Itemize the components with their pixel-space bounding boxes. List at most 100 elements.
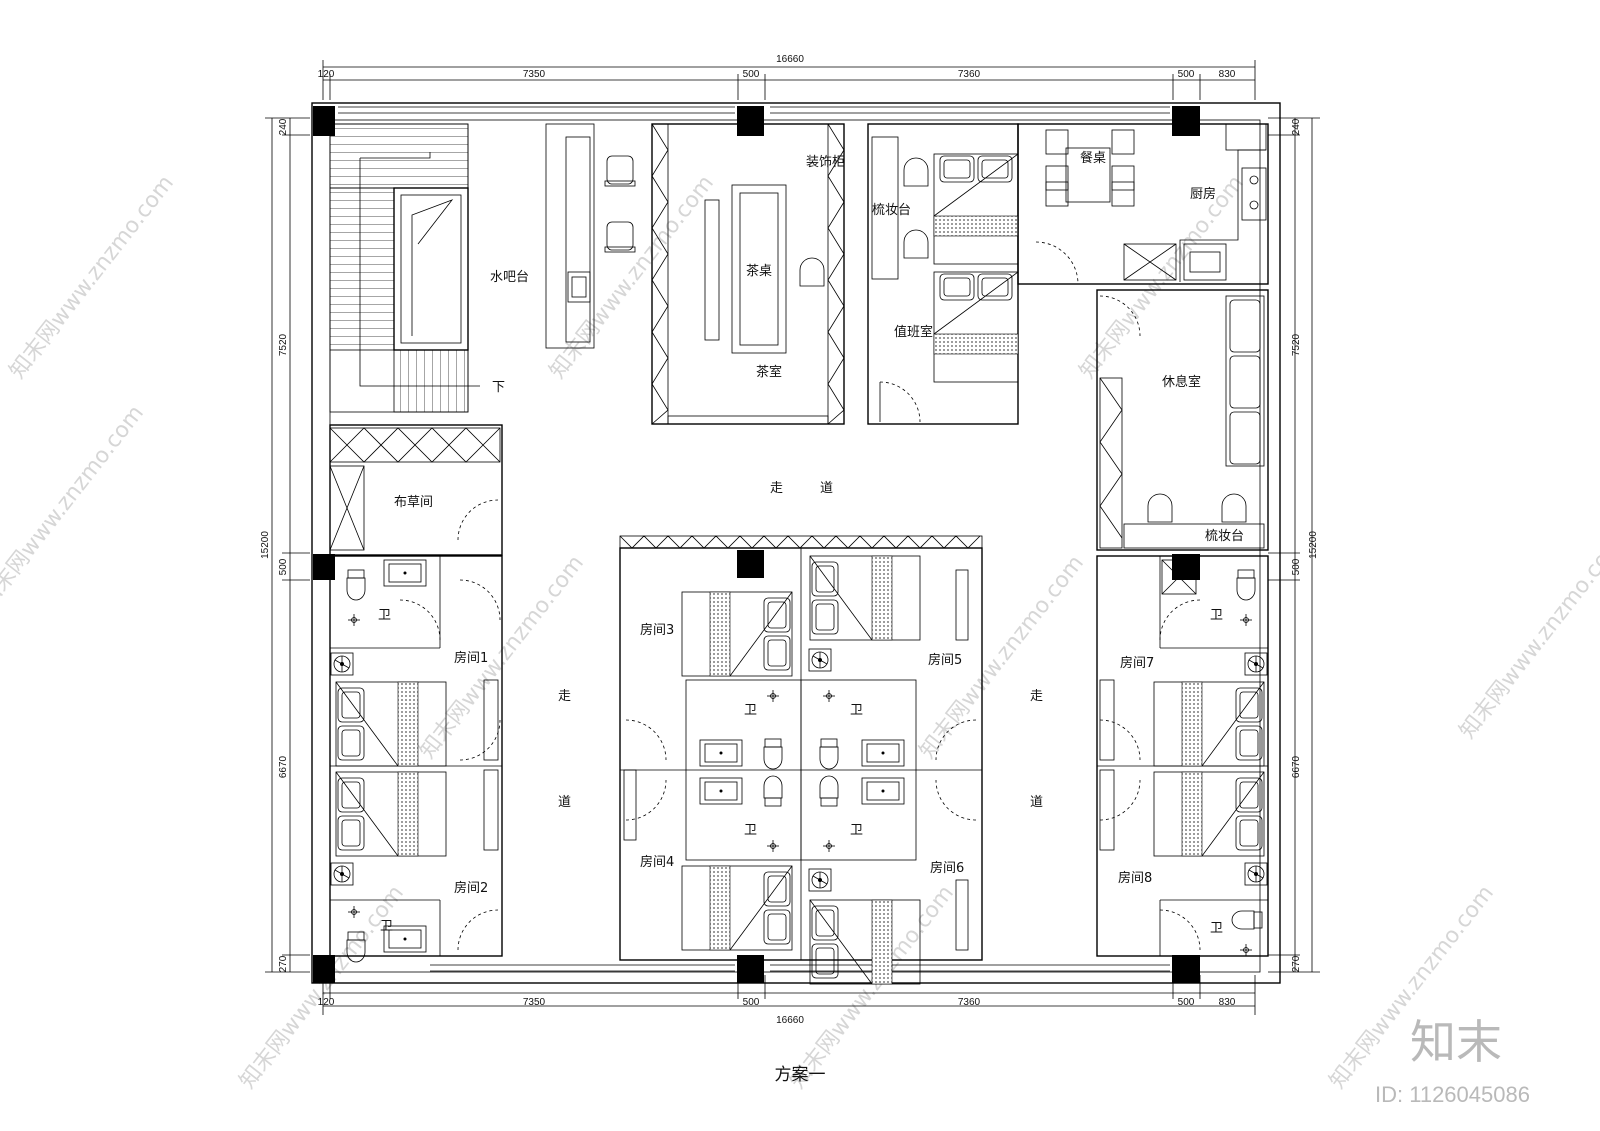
dim-right-total: 15200 — [1308, 531, 1319, 559]
wc-label: 卫 — [850, 823, 863, 838]
dresser-1-label: 梳妆台 — [872, 203, 911, 218]
brand-watermark: 知末 — [1410, 1015, 1502, 1069]
dim-bottom-1: 120 — [318, 997, 335, 1008]
room4-label: 房间4 — [640, 854, 674, 870]
column — [1172, 955, 1200, 983]
lounge: 休息室 梳妆台 — [1096, 289, 1269, 551]
dimensions-right: 240 7520 500 6670 270 15200 — [1268, 117, 1320, 973]
wc-label: 卫 — [744, 703, 757, 718]
bed — [933, 153, 1019, 265]
dim-top-2: 7350 — [523, 69, 546, 80]
dim-left-4: 6670 — [278, 755, 289, 778]
dim-bottom-2: 7350 — [523, 997, 546, 1008]
room3-label: 房间3 — [640, 622, 674, 638]
wc-label: 卫 — [850, 703, 863, 718]
room5-label: 房间5 — [928, 652, 962, 668]
watermark-layer: 知末网www.znzmo.com 知末网www.znzmo.com 知末网www… — [0, 171, 1600, 1094]
dim-bottom-3: 500 — [743, 997, 760, 1008]
corridor-right-label-2: 道 — [1030, 795, 1043, 810]
bed — [1153, 771, 1265, 857]
room7-label: 房间7 — [1120, 655, 1154, 671]
dim-left-1: 240 — [278, 118, 289, 135]
dim-right-1: 240 — [1291, 118, 1302, 135]
bed — [681, 591, 793, 677]
dining-table-label: 餐桌 — [1080, 150, 1106, 166]
dim-top-6: 830 — [1219, 69, 1236, 80]
staircase: 下 — [329, 123, 505, 413]
bed — [809, 555, 921, 641]
wc-label: 卫 — [1210, 921, 1223, 936]
linen-room-label: 布草间 — [394, 495, 433, 510]
watermark-text: 知末网www.znzmo.com — [1075, 171, 1249, 384]
kitchen-label: 厨房 — [1190, 186, 1216, 202]
column — [1172, 106, 1200, 136]
watermark-text: 知末网www.znzmo.com — [545, 171, 719, 384]
dim-right-4: 6670 — [1291, 755, 1302, 778]
dimensions-left: 15200 240 7520 500 6670 270 — [260, 117, 310, 973]
watermark-text: 知末网www.znzmo.com — [0, 401, 149, 614]
duty-room-label: 值班室 — [894, 324, 933, 340]
tea-table-label: 茶桌 — [746, 263, 772, 279]
wc-label: 卫 — [378, 608, 391, 623]
dim-left-5: 270 — [278, 955, 289, 972]
dresser-2-label: 梳妆台 — [1205, 529, 1244, 544]
dim-left-2: 7520 — [278, 333, 289, 356]
dim-top-3: 500 — [743, 69, 760, 80]
duty-room: 梳妆台 值班室 — [867, 123, 1019, 425]
dim-right-2: 7520 — [1291, 333, 1302, 356]
outer-walls — [311, 102, 1281, 984]
watermark-text: 知末网www.znzmo.com — [1455, 531, 1600, 744]
dim-bottom-total: 16660 — [776, 1015, 804, 1026]
lounge-label: 休息室 — [1162, 374, 1201, 390]
corridor-left-label-2: 道 — [558, 795, 571, 810]
corridor-right-label-1: 走 — [1030, 689, 1043, 704]
dim-top-5: 500 — [1178, 69, 1195, 80]
linen-room: 布草间 — [329, 424, 503, 556]
watermark-text: 知末网www.znzmo.com — [235, 881, 409, 1094]
bed — [1153, 681, 1265, 767]
decor-cabinet-label: 装饰柜 — [806, 155, 845, 170]
room1-label: 房间1 — [454, 650, 488, 666]
dim-bottom-4: 7360 — [958, 997, 981, 1008]
column — [313, 955, 335, 983]
stair-down-label: 下 — [492, 380, 505, 395]
dimensions-bottom: 120 7350 500 7360 500 830 16660 — [318, 975, 1256, 1026]
dim-top-1: 120 — [318, 69, 335, 80]
water-bar: 水吧台 — [490, 123, 636, 349]
bed — [681, 865, 793, 951]
corridor-left-label-1: 走 — [558, 689, 571, 704]
wc-label: 卫 — [744, 823, 757, 838]
dim-right-5: 270 — [1291, 955, 1302, 972]
tea-room: 茶桌 茶室 装饰柜 — [651, 123, 845, 425]
column — [1172, 554, 1200, 580]
column — [737, 550, 764, 578]
dim-top-4: 7360 — [958, 69, 981, 80]
bed — [335, 771, 447, 857]
wc-label: 卫 — [1210, 608, 1223, 623]
plan-title: 方案一 — [775, 1065, 826, 1085]
corridor-top-label-2: 道 — [820, 481, 833, 496]
room2-label: 房间2 — [454, 880, 488, 896]
dim-top-total: 16660 — [776, 54, 804, 65]
column — [737, 106, 764, 136]
dining-kitchen: 餐桌 厨房 — [1017, 123, 1269, 285]
wc-label: 卫 — [380, 919, 393, 934]
dim-bottom-5: 500 — [1178, 997, 1195, 1008]
center-rooms: 房间3 房间4 房间5 房间6 卫 卫 卫 卫 — [619, 535, 983, 985]
corridor-top-label-1: 走 — [770, 481, 783, 496]
left-rooms: 卫 房间1 房间2 卫 — [329, 555, 503, 963]
watermark-text: 知末网www.znzmo.com — [5, 171, 179, 384]
dimensions-top: 16660 120 7350 500 7360 500 830 — [318, 54, 1256, 100]
dim-bottom-6: 830 — [1219, 997, 1236, 1008]
column — [313, 554, 335, 580]
water-bar-label: 水吧台 — [490, 270, 529, 285]
dim-left-total: 15200 — [260, 531, 271, 559]
bed — [933, 271, 1019, 383]
dim-left-3: 500 — [278, 558, 289, 575]
room8-label: 房间8 — [1118, 870, 1152, 886]
room6-label: 房间6 — [930, 860, 964, 876]
dim-right-3: 500 — [1291, 558, 1302, 575]
id-watermark: ID: 1126045086 — [1375, 1082, 1530, 1107]
column — [737, 955, 764, 983]
